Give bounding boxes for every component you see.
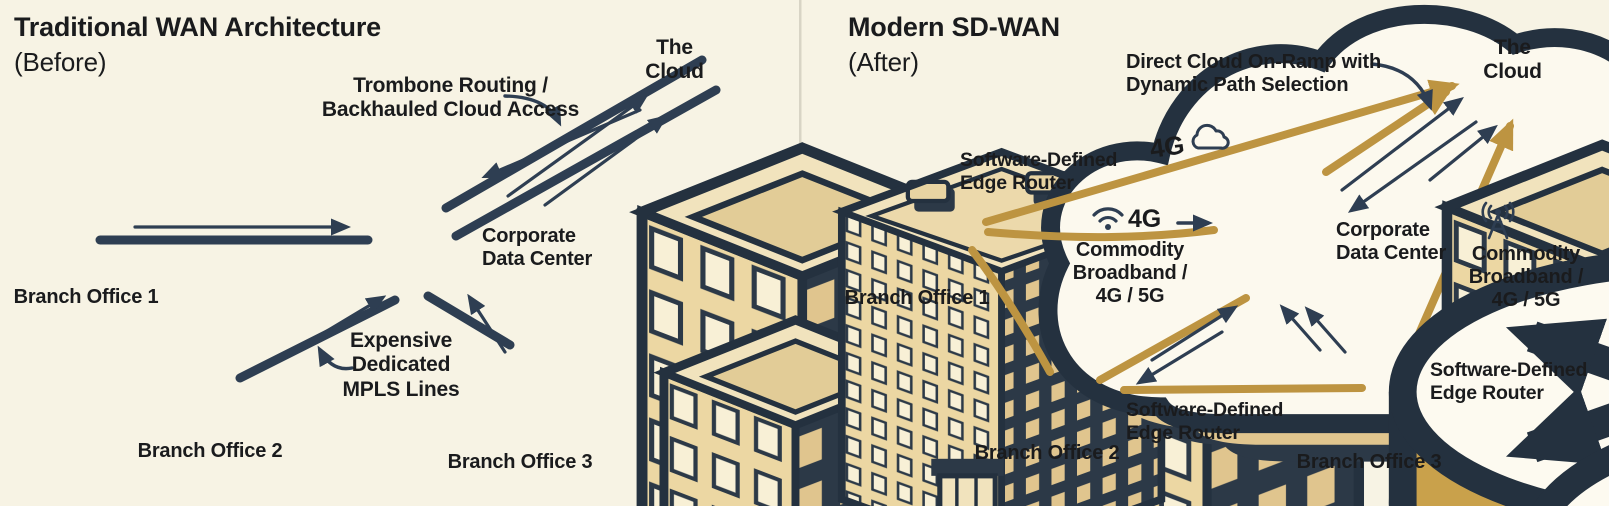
gold-link-bo1-dc xyxy=(984,226,1218,242)
trombone-routing-label: Trombone Routing / Backhauled Cloud Acce… xyxy=(321,74,580,122)
traffic-arrow-bo3-cloud xyxy=(1428,124,1498,182)
branch-office-3-label-before: Branch Office 3 xyxy=(447,451,593,473)
traffic-arrow-dc-cloud xyxy=(1340,96,1464,192)
trombone-annotation-arrow xyxy=(503,94,562,127)
cloud-onramp-label: Direct Cloud On-Ramp with Dynamic Path S… xyxy=(1126,51,1382,97)
wifi-icon xyxy=(1092,207,1124,230)
traffic-arrow-dc-cloud-2 xyxy=(543,115,669,207)
commodity-broadband-center-label: Commodity Broadband / 4G / 5G xyxy=(1072,239,1188,308)
traffic-arrow-dc-bo2 xyxy=(1135,330,1224,385)
fourg-cloud-label: 4G xyxy=(1147,129,1187,164)
onramp-annotation-arrow xyxy=(1370,62,1433,111)
traffic-arrow-bo2-dc xyxy=(260,295,387,372)
before-title: Traditional WAN Architecture xyxy=(14,12,381,42)
branch-office-1-label-after: Branch Office 1 xyxy=(844,287,990,309)
edge-router-label-bo2: Software-Defined Edge Router xyxy=(1126,399,1284,444)
fourg-wifi-label: 4G xyxy=(1128,205,1161,233)
trombone-line-1 xyxy=(441,55,707,213)
branch-office-3-label-after: Branch Office 3 xyxy=(1296,451,1442,473)
before-connections xyxy=(95,55,721,383)
traffic-arrow-dc-cloud-1 xyxy=(506,95,649,198)
cloud-label-after: The Cloud xyxy=(1483,36,1542,84)
commodity-broadband-right-label: Commodity Broadband / 4G / 5G xyxy=(1468,243,1584,312)
traffic-arrow-bo2-dc xyxy=(1150,305,1239,362)
after-title: Modern SD-WAN xyxy=(848,12,1060,42)
gold-link-bo2-bo3 xyxy=(1120,384,1366,394)
branch-office-1-label-before: Branch Office 1 xyxy=(13,286,159,308)
traffic-arrow-bo3-dc-1 xyxy=(1279,304,1322,352)
traffic-arrow-bo3-dc xyxy=(467,293,507,354)
cloud-icon xyxy=(1191,123,1230,150)
branch-office-2-label-before: Branch Office 2 xyxy=(137,440,283,462)
before-subtitle: (Before) xyxy=(14,47,107,77)
datacenter-label-before: Corporate Data Center xyxy=(482,225,593,271)
cell-tower-icon xyxy=(1481,201,1515,240)
edge-router-label-bo1: Software-Defined Edge Router xyxy=(960,149,1118,194)
gold-link-bo1-cloud xyxy=(982,79,1460,226)
datacenter-label-after: Corporate Data Center xyxy=(1336,219,1447,265)
mpls-annotation-arrow xyxy=(317,345,354,371)
edge-router-label-bo3: Software-Defined Edge Router xyxy=(1430,359,1588,404)
branch-office-2-label-after: Branch Office 2 xyxy=(974,442,1120,464)
traffic-arrow-bo3-dc-2 xyxy=(1304,306,1347,354)
after-subtitle: (After) xyxy=(848,47,919,77)
traffic-arrow-cloud-dc xyxy=(481,108,642,178)
cloud-label-before: The Cloud xyxy=(645,36,704,84)
mpls-lines-label: Expensive Dedicated MPLS Lines xyxy=(342,329,460,401)
traffic-arrow-cloud-dc xyxy=(1347,120,1478,213)
trombone-line-2 xyxy=(451,85,721,241)
gold-link-bo1-bo2 xyxy=(968,246,1054,376)
